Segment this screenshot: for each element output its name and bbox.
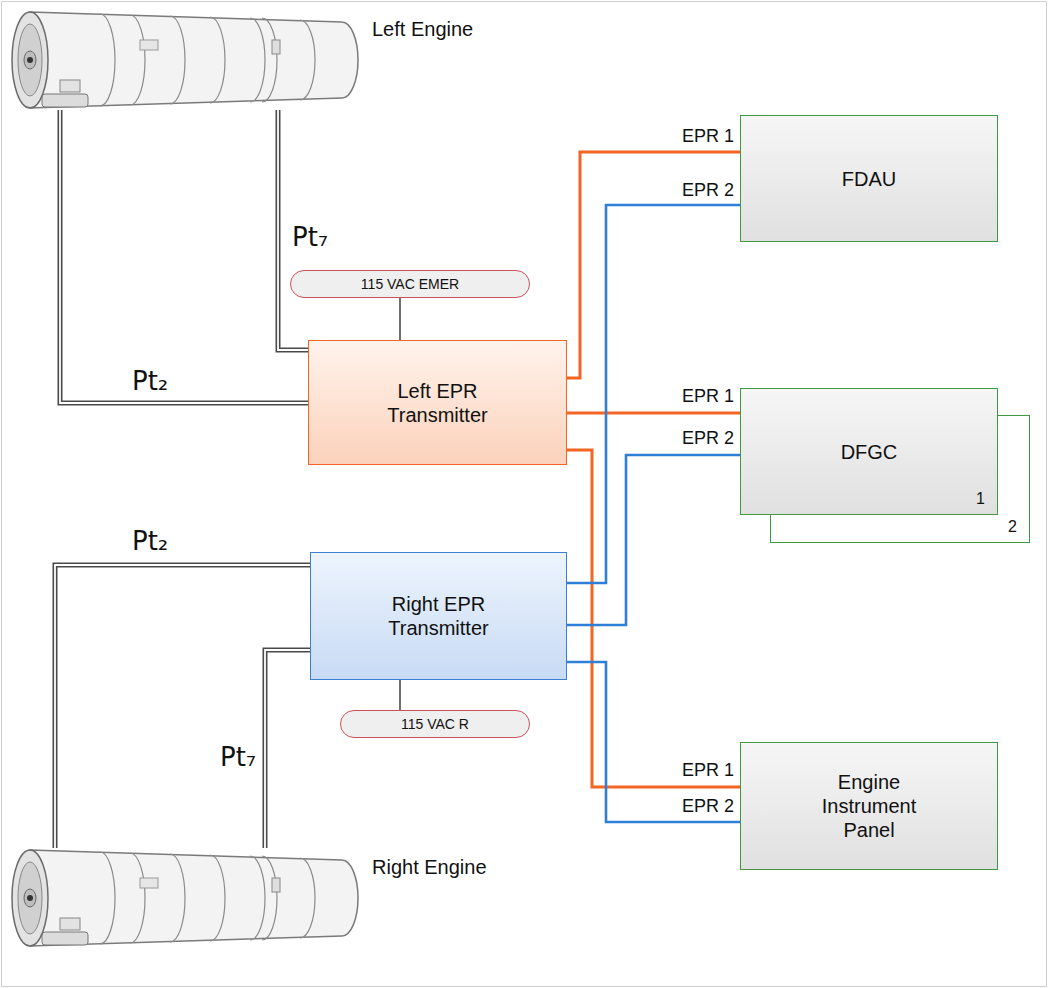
unit-name: FDAU [842, 167, 896, 191]
unit-number: 1 [976, 490, 985, 508]
power-bus-pill: 115 VAC EMER [290, 270, 530, 298]
signal-name: EPR 1 [680, 386, 736, 407]
signal-name: EPR 2 [680, 180, 736, 201]
left-engine-drawing [12, 12, 358, 108]
pressure-tube-stroke [55, 565, 310, 848]
pressure-tube-stroke [265, 650, 310, 848]
engine-figure: Right Engine [10, 848, 490, 948]
unit-box: Engine Instrument Panel [740, 742, 998, 870]
power-bus-pill: 115 VAC R [340, 710, 530, 738]
unit-number: 2 [1008, 518, 1017, 536]
transmitter-box: Right EPR Transmitter [310, 552, 567, 680]
bus-name: 115 VAC EMER [361, 276, 459, 292]
signal-wire-stroke [567, 455, 740, 625]
engine-label: Right Engine [372, 856, 487, 879]
signal-wire [567, 455, 740, 625]
pressure-label: Pt₂ [130, 526, 170, 556]
unit-name: Right EPR Transmitter [351, 592, 526, 640]
power-wire-stroke [399, 680, 400, 710]
power-wire [400, 680, 401, 710]
signal-wire [567, 205, 740, 583]
pressure-tube-stroke [60, 110, 308, 403]
right-engine-drawing [12, 850, 358, 946]
signal-name: EPR 1 [680, 126, 736, 147]
pressure-tube-stroke [55, 565, 310, 848]
pressure-tube [60, 110, 308, 403]
signal-wire-stroke [567, 662, 740, 822]
signal-wire-stroke [567, 412, 740, 415]
unit-name: Left EPR Transmitter [350, 379, 525, 427]
unit-name: DFGC [841, 440, 898, 464]
signal-wire [567, 152, 740, 378]
pressure-tube-stroke [265, 650, 310, 848]
bus-name: 115 VAC R [401, 716, 469, 732]
signal-wire-stroke [567, 205, 740, 583]
transmitter-box: Left EPR Transmitter [308, 340, 567, 465]
pressure-label: Pt₇ [290, 222, 330, 252]
unit-box: FDAU [740, 115, 998, 242]
pressure-label: Pt₇ [218, 742, 258, 772]
engine-figure: Left Engine [10, 10, 490, 110]
pressure-label: Pt₂ [130, 366, 170, 396]
signal-wire [567, 450, 740, 787]
power-wire [400, 298, 401, 340]
signal-name: EPR 2 [680, 428, 736, 449]
signal-name: EPR 2 [680, 796, 736, 817]
signal-wire-stroke [567, 152, 740, 378]
unit-name: Engine Instrument Panel [813, 770, 925, 842]
signal-wire [567, 662, 740, 822]
signal-wire-stroke [567, 450, 740, 787]
signal-wire [567, 413, 740, 414]
pressure-tube-stroke [60, 110, 308, 403]
pressure-tube [55, 565, 310, 848]
engine-label: Left Engine [372, 18, 473, 41]
unit-box: DFGC 1 [740, 388, 998, 515]
pressure-tube [265, 650, 310, 848]
signal-name: EPR 1 [680, 760, 736, 781]
power-wire-stroke [399, 298, 400, 340]
